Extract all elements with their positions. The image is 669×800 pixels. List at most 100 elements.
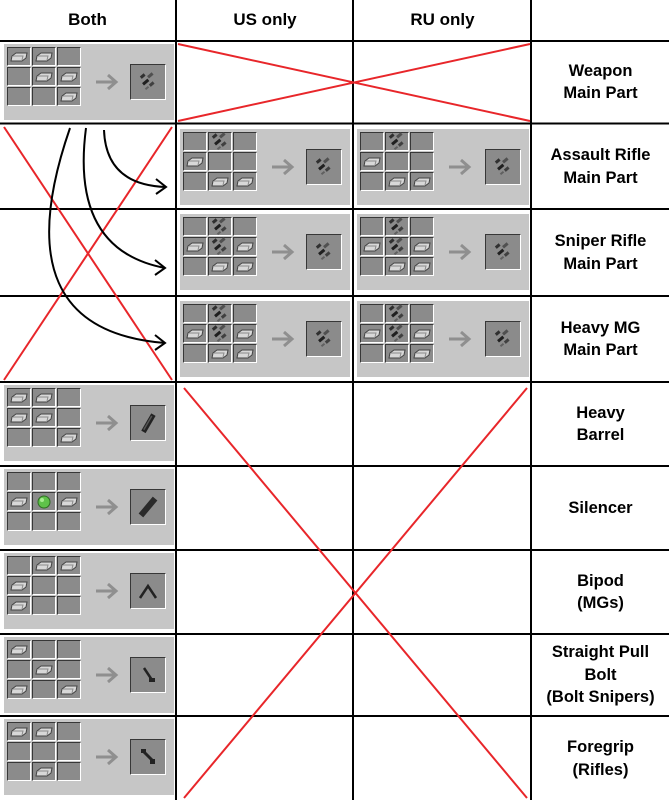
crafting-slot (7, 47, 31, 66)
crafting-slot (360, 237, 384, 256)
iron-ingot-icon (35, 561, 53, 570)
row-label-line: Main Part (563, 254, 638, 273)
main-part-icon (315, 329, 331, 348)
crafting-slot (57, 47, 81, 66)
crafting-arrow-icon (94, 413, 122, 433)
crafting-slot (57, 762, 81, 781)
crafting-slot (7, 67, 31, 86)
crafting-slot (32, 762, 56, 781)
iron-ingot-icon (186, 242, 204, 251)
iron-ingot-icon (10, 413, 28, 422)
iron-ingot-icon (10, 727, 28, 736)
row-label-line: Bipod (577, 571, 624, 590)
crafting-slot (57, 576, 81, 595)
iron-ingot-icon (60, 433, 78, 442)
row-label-line: Assault Rifle (550, 146, 651, 165)
crafting-slot (57, 722, 81, 741)
crafting-slot (32, 680, 56, 699)
crafting-slot (32, 576, 56, 595)
crafting-slot (183, 324, 207, 343)
crafting-output-slot (130, 64, 166, 100)
iron-ingot-icon (10, 393, 28, 402)
crafting-arrow-icon (270, 242, 298, 262)
crafting-recipe (180, 301, 350, 377)
crafting-slot (7, 722, 31, 741)
crafting-recipe (180, 129, 350, 205)
crafting-slot (233, 344, 257, 363)
crafting-arrow-icon (94, 497, 122, 517)
iron-ingot-icon (35, 767, 53, 776)
main-part-icon (494, 242, 510, 261)
crafting-recipe (4, 553, 174, 629)
crafting-slot (410, 324, 434, 343)
crafting-slot (233, 132, 257, 151)
iron-ingot-icon (10, 645, 28, 654)
crafting-slot (57, 512, 81, 531)
main-part-icon (494, 157, 510, 176)
iron-ingot-icon (35, 52, 53, 61)
crafting-slot (7, 660, 31, 679)
crafting-output-slot (130, 489, 166, 525)
crafting-slot (360, 304, 384, 323)
crafting-slot (208, 216, 232, 236)
crafting-slot (360, 132, 384, 151)
crafting-slot (57, 428, 81, 447)
iron-ingot-icon (211, 177, 229, 186)
row-label-line: Main Part (563, 168, 638, 187)
crafting-slot (32, 722, 56, 741)
iron-ingot-icon (10, 52, 28, 61)
iron-ingot-icon (236, 349, 254, 358)
crafting-arrow-icon (94, 72, 122, 92)
iron-ingot-icon (35, 665, 53, 674)
crafting-slot (7, 576, 31, 595)
crafting-recipe (4, 637, 174, 713)
crafting-output-slot (306, 149, 342, 185)
crafting-slot (183, 132, 207, 151)
main-part-icon (211, 303, 227, 322)
crafting-slot (7, 596, 31, 615)
crafting-slot (385, 257, 409, 276)
crafting-slot (32, 492, 56, 511)
iron-ingot-icon (10, 497, 28, 506)
crafting-slot (7, 640, 31, 659)
crafting-slot (7, 680, 31, 699)
crafting-slot (32, 512, 56, 531)
iron-ingot-icon (413, 262, 431, 271)
crafting-slot (208, 131, 232, 151)
crafting-slot (57, 660, 81, 679)
crafting-recipe (4, 469, 174, 545)
iron-ingot-icon (35, 393, 53, 402)
crafting-arrow-icon (270, 157, 298, 177)
crafting-slot (57, 408, 81, 427)
crafting-slot (32, 388, 56, 407)
crafting-slot (7, 408, 31, 427)
crafting-slot (57, 67, 81, 86)
crafting-slot (183, 344, 207, 363)
crafting-slot (410, 257, 434, 276)
iron-ingot-icon (211, 349, 229, 358)
crafting-output-slot (485, 234, 521, 270)
row-label-line: Heavy (576, 403, 625, 422)
crafting-slot (32, 660, 56, 679)
main-part-icon (388, 131, 404, 150)
main-part-icon (211, 216, 227, 235)
silencer-icon (138, 496, 158, 518)
iron-ingot-icon (236, 177, 254, 186)
crafting-arrow-icon (94, 581, 122, 601)
crafting-slot (360, 172, 384, 191)
main-part-icon (388, 323, 404, 342)
crafting-slot (360, 257, 384, 276)
crafting-slot (208, 172, 232, 191)
crafting-slot (32, 596, 56, 615)
crafting-slot (7, 762, 31, 781)
iron-ingot-icon (60, 685, 78, 694)
iron-ingot-icon (413, 349, 431, 358)
crafting-slot (233, 172, 257, 191)
iron-ingot-icon (35, 72, 53, 81)
main-part-icon (211, 323, 227, 342)
main-part-icon (211, 236, 227, 255)
